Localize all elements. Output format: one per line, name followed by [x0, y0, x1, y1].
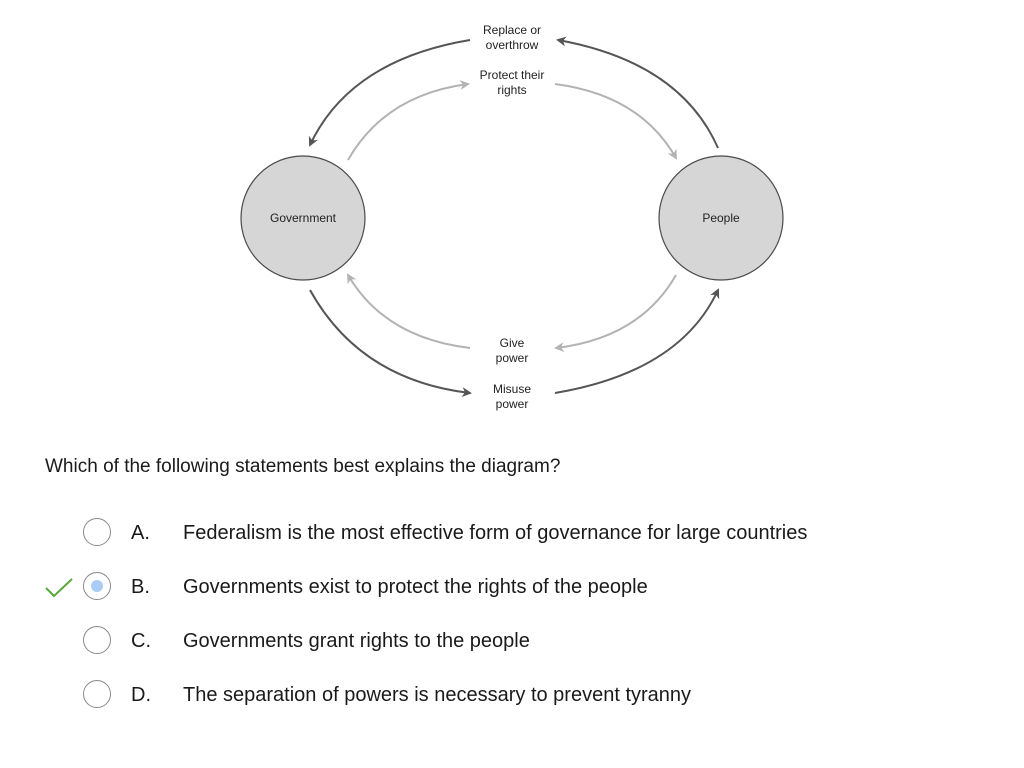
people-node: People	[658, 155, 784, 281]
option-b-radio[interactable]	[83, 572, 111, 600]
checkmark-icon	[45, 578, 73, 598]
option-a-text[interactable]: Federalism is the most effective form of…	[183, 522, 808, 544]
protect-rights-label: Protect their rights	[480, 68, 545, 97]
question-prompt: Which of the following statements best e…	[45, 456, 561, 477]
option-c-text[interactable]: Governments grant rights to the people	[183, 630, 530, 652]
give-label-line2: power	[496, 351, 529, 365]
option-a-letter: A.	[131, 522, 150, 544]
misuse-label-line1: Misuse	[493, 382, 531, 396]
option-a-radio[interactable]	[83, 518, 111, 546]
option-d-text[interactable]: The separation of powers is necessary to…	[183, 684, 692, 706]
option-b-letter: B.	[131, 576, 150, 598]
protect-arrow-right-arc	[554, 83, 677, 160]
give-label-line1: Give	[500, 336, 525, 350]
option-c[interactable]: C. Governments grant rights to the peopl…	[0, 622, 1024, 662]
government-label: Government	[270, 211, 337, 225]
protect-arrow-left-arc	[347, 80, 470, 161]
option-b[interactable]: B. Governments exist to protect the righ…	[0, 568, 1024, 608]
option-a[interactable]: A. Federalism is the most effective form…	[0, 514, 1024, 554]
option-d-letter: D.	[131, 684, 151, 706]
give-arrow-right-arc	[554, 274, 677, 353]
protect-label-line2: rights	[497, 83, 526, 97]
government-people-diagram: Government People Replace or overthrow P…	[240, 23, 784, 411]
misuse-arrow-right-arc	[554, 288, 720, 394]
misuse-label-line2: power	[496, 397, 529, 411]
people-label: People	[702, 211, 740, 225]
option-c-letter: C.	[131, 630, 151, 652]
option-d-radio[interactable]	[83, 680, 111, 708]
government-node: Government	[240, 155, 366, 281]
replace-label-line1: Replace or	[483, 23, 541, 37]
protect-label-line1: Protect their	[480, 68, 545, 82]
replace-overthrow-label: Replace or overthrow	[483, 23, 541, 52]
replace-label-line2: overthrow	[486, 38, 539, 52]
replace-arrow-left-arc	[308, 39, 471, 147]
replace-arrow-right-arc	[556, 36, 719, 149]
misuse-power-label: Misuse power	[493, 382, 531, 411]
misuse-arrow-left-arc	[309, 289, 472, 398]
give-power-label: Give power	[496, 336, 529, 365]
option-c-radio[interactable]	[83, 626, 111, 654]
give-arrow-left-arc	[346, 273, 471, 349]
radio-dot	[90, 579, 103, 592]
option-d[interactable]: D. The separation of powers is necessary…	[0, 676, 1024, 716]
option-b-text[interactable]: Governments exist to protect the rights …	[183, 576, 648, 598]
